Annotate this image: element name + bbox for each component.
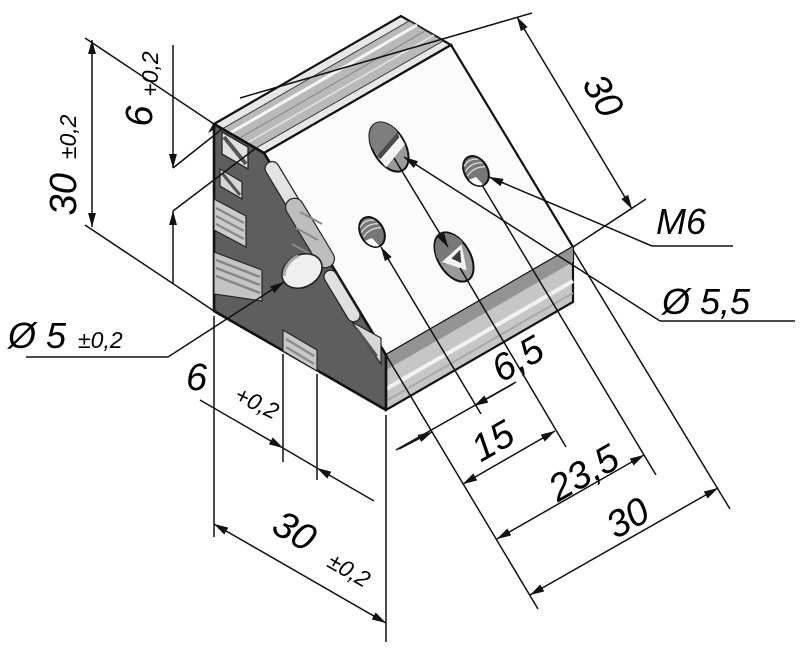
hole-position-extension-lines bbox=[380, 157, 731, 610]
dim-top-slot-label: 6 bbox=[119, 105, 161, 127]
label-m6: M6 bbox=[488, 176, 733, 247]
profile-cross-section bbox=[212, 122, 388, 412]
profile-top-face bbox=[211, 14, 454, 155]
corner-cavity-lower bbox=[219, 167, 243, 201]
hole-through-upper bbox=[368, 121, 410, 173]
bottom-t-slot-opening bbox=[282, 328, 318, 373]
dim-pos-23-5-label: 23,5 bbox=[541, 437, 628, 511]
dim-width-label: 30 bbox=[265, 503, 323, 561]
dim-pos-15-label: 15 bbox=[464, 412, 522, 470]
core-bore-hole bbox=[281, 252, 323, 290]
left-t-slot-opening bbox=[213, 198, 247, 248]
dim-top-slot-tol: +0,2 bbox=[137, 51, 163, 97]
dim-bottom-slot-tol: +0,2 bbox=[231, 381, 283, 424]
dim-face-label: 30 bbox=[574, 67, 632, 125]
dim-height-label: 30 ±0,2 bbox=[43, 114, 85, 215]
web-slot-striped bbox=[284, 197, 336, 269]
hole-m6-near bbox=[358, 216, 386, 248]
web-slot-lower bbox=[323, 269, 361, 323]
dim-bottom-slot-6: 6 +0,2 bbox=[186, 354, 375, 502]
m6-text: M6 bbox=[656, 201, 707, 242]
dim-top-slot-6: 6 +0,2 bbox=[119, 45, 257, 283]
hole-m6-far bbox=[462, 155, 490, 187]
bottom-corner-cavity bbox=[351, 321, 382, 366]
dim-pos-30-label: 30 bbox=[599, 490, 657, 548]
core-channel-opening bbox=[213, 251, 263, 302]
core-bore-label: Ø 5 ±0,2 bbox=[7, 315, 123, 356]
dim-width-tol: ±0,2 bbox=[323, 548, 375, 593]
label-dia-5-5: Ø 5,5 bbox=[403, 156, 795, 322]
dia-5-5-text: Ø 5,5 bbox=[661, 281, 751, 322]
dim-bottom-slot-label: 6 bbox=[186, 357, 208, 399]
dim-core-bore: Ø 5 ±0,2 bbox=[7, 281, 285, 358]
dim-height-30: 30 ±0,2 bbox=[43, 37, 215, 312]
